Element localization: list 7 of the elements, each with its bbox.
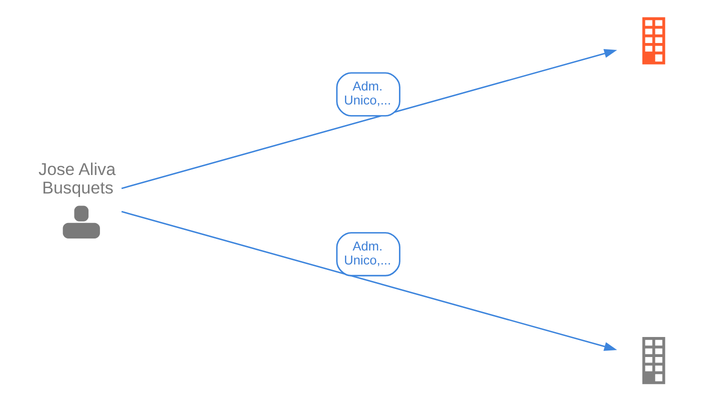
node-picture xyxy=(642,337,666,384)
node-label: Jose Aliva Busquets xyxy=(38,160,116,198)
arrow xyxy=(121,210,618,351)
edge-label: Adm. Unico,... xyxy=(344,78,392,108)
node-picture xyxy=(642,17,666,64)
arrow xyxy=(121,49,618,190)
edge-label: Adm. Unico,... xyxy=(344,238,392,268)
